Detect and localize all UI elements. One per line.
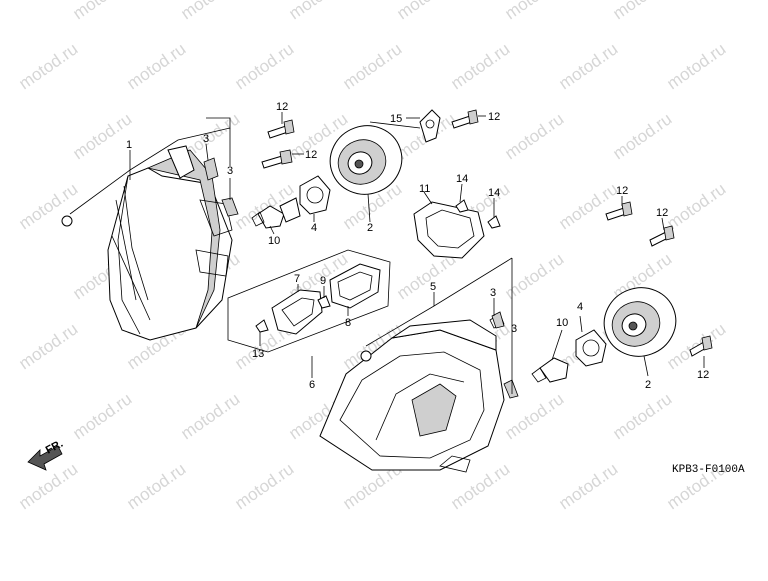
- bulb-upper: [251, 197, 301, 229]
- watermark-text: motod.ru: [501, 109, 567, 163]
- watermark-text: motod.ru: [177, 389, 243, 443]
- diagram-code: KPB3-F0100A: [672, 464, 745, 476]
- watermark-text: motod.ru: [393, 0, 459, 23]
- watermark-text: motod.ru: [123, 459, 189, 513]
- callout-5: 5: [430, 281, 436, 293]
- watermark-text: motod.ru: [609, 389, 675, 443]
- socket-upper: [299, 175, 331, 215]
- callout-15: 15: [390, 113, 402, 125]
- group-6-box: [227, 249, 391, 353]
- callout-11: 11: [419, 183, 430, 195]
- callout-12-b: 12: [305, 149, 317, 161]
- watermark-text: motod.ru: [609, 109, 675, 163]
- watermark-text: motod.ru: [177, 0, 243, 23]
- screw-14-a: [455, 199, 469, 213]
- screw-14-b: [487, 215, 501, 229]
- clip-upper-left: [203, 157, 239, 217]
- callout-3-lower-b: 3: [511, 323, 517, 335]
- watermark-text: motod.ru: [15, 459, 81, 513]
- callout-4-lower: 4: [577, 301, 583, 313]
- callout-12-e: 12: [656, 207, 668, 219]
- callout-3-upper-b: 3: [227, 165, 233, 177]
- watermark-text: motod.ru: [339, 39, 405, 93]
- screw-13: [255, 319, 269, 333]
- callout-3-lower-a: 3: [490, 287, 496, 299]
- bulb-9: [317, 295, 331, 309]
- headlight-assembly-left: [61, 145, 233, 341]
- watermark-text: motod.ru: [15, 39, 81, 93]
- callout-7: 7: [294, 273, 300, 285]
- watermark-text: motod.ru: [15, 179, 81, 233]
- dust-cover-lower: [603, 287, 677, 357]
- callout-12-f: 12: [697, 369, 709, 381]
- callout-3-upper-a: 3: [203, 133, 209, 145]
- bolt-upper-1: [267, 119, 295, 139]
- watermark-text: motod.ru: [609, 0, 675, 23]
- callout-12-d: 12: [616, 185, 628, 197]
- watermark-text: motod.ru: [285, 0, 351, 23]
- callout-4-upper: 4: [311, 222, 317, 234]
- callout-6: 6: [309, 379, 315, 391]
- callout-2-lower: 2: [645, 379, 651, 391]
- leader-lines: [69, 112, 705, 394]
- position-lamp: [413, 201, 485, 259]
- callout-10-upper: 10: [268, 235, 280, 247]
- watermark-text: motod.ru: [555, 39, 621, 93]
- bolt-right-2: [649, 225, 675, 247]
- bulb-lower: [531, 357, 569, 383]
- callout-14-b: 14: [488, 187, 500, 199]
- callout-8: 8: [345, 317, 351, 329]
- watermark-text: motod.ru: [15, 319, 81, 373]
- callout-2-upper: 2: [367, 222, 373, 234]
- socket-lower: [575, 329, 607, 367]
- front-direction-arrow: FR.: [27, 438, 65, 471]
- bolt-upper-2: [261, 149, 293, 169]
- watermark-text: motod.ru: [663, 179, 729, 233]
- housing-8: [329, 263, 381, 309]
- callout-labels: 1 3 3 12 12 10 4 2 15 12 11 14 14 12 12 …: [126, 101, 709, 391]
- callout-12-c: 12: [488, 111, 500, 123]
- watermark-text: motod.ru: [231, 39, 297, 93]
- callout-9: 9: [320, 275, 326, 287]
- watermark-text: motod.ru: [231, 459, 297, 513]
- watermark-text: motod.ru: [447, 39, 513, 93]
- watermark-text: motod.ru: [555, 459, 621, 513]
- watermark-text: motod.ru: [555, 179, 621, 233]
- watermark-text: motod.ru: [501, 0, 567, 23]
- dust-cover-upper: [329, 125, 403, 195]
- bolt-upper-3: [451, 109, 479, 129]
- callout-1: 1: [126, 139, 132, 151]
- watermark-text: motod.ru: [69, 0, 135, 23]
- callout-10-lower: 10: [556, 317, 568, 329]
- bolt-right-1: [605, 201, 633, 221]
- bolt-lower-right: [689, 335, 713, 357]
- watermark-text: motod.ru: [69, 109, 135, 163]
- headlight-assembly-right: [319, 313, 505, 473]
- callout-14-a: 14: [456, 173, 468, 185]
- watermark-text: motod.ru: [447, 459, 513, 513]
- callout-13: 13: [252, 348, 264, 360]
- watermark-text: motod.ru: [663, 39, 729, 93]
- watermark-text: motod.ru: [501, 249, 567, 303]
- clip-upper-right: [491, 311, 519, 399]
- watermark-text: motod.ru: [69, 389, 135, 443]
- callout-12-a: 12: [276, 101, 288, 113]
- bracket-15: [419, 109, 441, 143]
- lens-7: [271, 289, 323, 335]
- watermark-text: motod.ru: [123, 39, 189, 93]
